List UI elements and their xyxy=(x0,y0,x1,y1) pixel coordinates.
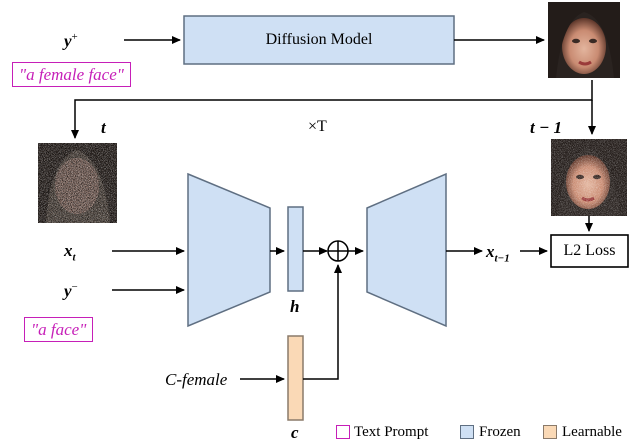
legend-label-text-prompt: Text Prompt xyxy=(354,424,429,440)
noisy-image-xt xyxy=(38,143,117,223)
l2-loss-label: L2 Loss xyxy=(563,242,616,259)
arrow-feedback-loop xyxy=(71,80,593,139)
label-c: c xyxy=(291,423,299,442)
label-x-t: xt xyxy=(64,241,76,264)
label-t-minus-1: t − 1 xyxy=(530,118,563,137)
label-c-female: C-female xyxy=(165,370,228,389)
label-x-t-minus-1: xt−1 xyxy=(486,242,510,265)
legend-label-learnable: Learnable xyxy=(562,424,622,440)
label-y-minus: y− xyxy=(64,281,78,301)
diffusion-model-label: Diffusion Model xyxy=(265,31,373,48)
unet-decoder xyxy=(366,172,447,328)
prompt-face: "a face" xyxy=(24,317,94,342)
clean-face-image xyxy=(548,2,620,78)
bottleneck-h xyxy=(287,206,304,292)
unet-encoder xyxy=(187,172,271,328)
legend-swatch-text-prompt xyxy=(336,425,350,439)
learnable-c xyxy=(287,335,304,421)
legend-label-frozen: Frozen xyxy=(479,424,521,440)
plus-operator xyxy=(327,240,349,262)
label-times-T: ×T xyxy=(308,118,327,135)
legend-swatch-learnable xyxy=(543,425,557,439)
prompt-female-face: "a female face" xyxy=(12,62,131,87)
diffusion-model-box xyxy=(183,15,455,65)
noisy-face-image xyxy=(551,139,627,216)
label-t: t xyxy=(101,118,106,137)
label-y-plus: y+ xyxy=(64,31,78,51)
label-h: h xyxy=(290,297,300,316)
arrow-c-to-plus xyxy=(303,264,342,380)
legend-swatch-frozen xyxy=(460,425,474,439)
l2-loss-box xyxy=(550,234,629,268)
